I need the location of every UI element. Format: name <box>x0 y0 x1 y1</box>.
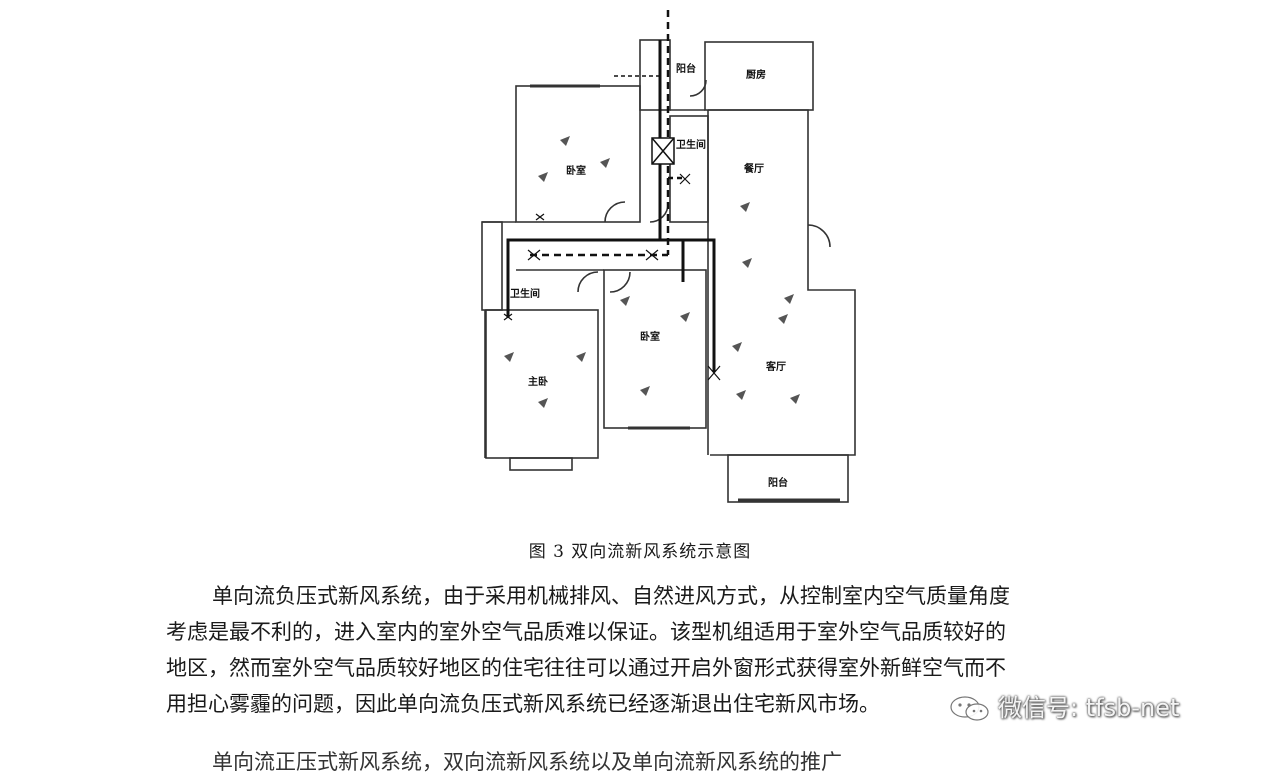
article-paragraph: 单向流负压式新风系统，由于采用机械排风、自然进风方式，从控制室内空气质量角度 考… <box>166 578 1176 722</box>
supply-branch-left <box>506 238 660 318</box>
next-paragraph-partial: 单向流正压式新风系统，双向流新风系统以及单向流新风系统的推广 <box>212 750 842 774</box>
wechat-watermark: 微信号: tfsb-net <box>948 688 1179 723</box>
label-master-bedroom: 主卧 <box>528 375 548 388</box>
label-dining: 餐厅 <box>743 162 764 175</box>
walls <box>481 39 856 503</box>
label-bathroom-left: 卫生间 <box>510 287 540 300</box>
paragraph-line: 地区，然而室外空气品质较好地区的住宅往往可以通过开启外窗形式获得室外新鲜空气而不 <box>166 656 1006 680</box>
label-bathroom-top: 卫生间 <box>676 138 706 151</box>
ventilation-unit <box>651 137 675 165</box>
floor-plan-figure: 阳台 厨房 卫生间 卧室 餐厅 卫生间 卧室 主卧 客厅 阳台 <box>481 10 856 503</box>
label-living-room: 客厅 <box>765 360 786 373</box>
airflow-arrows <box>504 136 800 408</box>
label-kitchen: 厨房 <box>746 68 766 81</box>
watermark-text: 微信号: tfsb-net <box>998 694 1180 722</box>
label-bedroom-mid: 卧室 <box>640 330 660 343</box>
label-balcony-top: 阳台 <box>676 62 696 75</box>
supply-main <box>660 238 716 372</box>
diffusers <box>503 173 721 381</box>
figure-caption: 图 3 双向流新风系统示意图 <box>528 542 752 562</box>
paragraph-line: 用担心雾霾的问题，因此单向流负压式新风系统已经逐渐退出住宅新风市场。 <box>166 692 880 716</box>
label-balcony-bottom: 阳台 <box>768 476 788 489</box>
paragraph-line: 单向流负压式新风系统，由于采用机械排风、自然进风方式，从控制室内空气质量角度 <box>212 584 1010 608</box>
paragraph-line: 考虑是最不利的，进入室内的室外空气品质难以保证。该型机组适用于室外空气品质较好的 <box>166 620 1006 644</box>
label-bedroom-top: 卧室 <box>566 164 586 177</box>
wechat-icon <box>950 696 989 721</box>
